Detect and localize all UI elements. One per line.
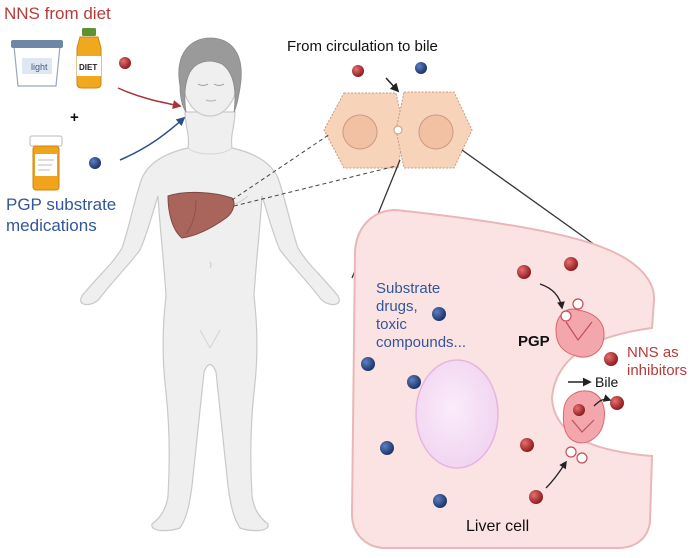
drug-molecule-4 (380, 441, 394, 455)
liver-zoom-line-1 (231, 133, 331, 201)
pgp-transporter-icon-bottom (562, 390, 605, 464)
pill-bottle-icon (29, 135, 63, 191)
nns-molecule-5 (610, 396, 624, 410)
substrate-label-line2: drugs, (376, 298, 418, 315)
pgp-label: PGP (518, 333, 550, 350)
liver-cell-label: Liver cell (466, 518, 529, 535)
liver-lobe-line (185, 199, 197, 235)
pgp-substrate-label-line1: PGP substrate (6, 195, 116, 214)
nns-molecule-1 (517, 265, 531, 279)
nns-from-diet-label: NNS from diet (4, 4, 111, 23)
yogurt-cup-icon: light (11, 40, 63, 87)
pgp-substrate-label-line2: medications (6, 216, 97, 235)
nucleus-right (418, 114, 454, 150)
collar-lines (187, 147, 233, 155)
human-figure (80, 37, 340, 532)
nucleus-left (342, 114, 378, 150)
substrate-label-line1: Substrate (376, 280, 440, 297)
bottle-label-text: DIET (79, 63, 97, 72)
drug-molecule-1 (432, 307, 446, 321)
drug-molecule-3 (407, 375, 421, 389)
navel (209, 261, 212, 269)
nns-molecule-2 (564, 257, 578, 271)
nns-molecule-top (352, 65, 364, 77)
hip-line (199, 329, 221, 350)
cell-zoom-line-2 (461, 149, 603, 251)
nns-molecule (119, 57, 131, 69)
yogurt-label-text: light (31, 62, 48, 72)
nns-into-pgp-arrow (545, 460, 567, 489)
drug-molecule-5 (433, 494, 447, 508)
nns-molecule-6 (529, 490, 543, 504)
liver-cell-membrane (350, 208, 656, 549)
nns-to-pgp-arrow (539, 283, 565, 310)
nns-as-label: NNS as (627, 344, 679, 361)
plus-sign: + (70, 109, 79, 126)
liver (167, 191, 235, 239)
nns-bound (573, 404, 585, 416)
bile-label: Bile (595, 374, 619, 390)
drug-molecule-top (415, 62, 427, 74)
body-silhouette (80, 111, 340, 532)
eyes (197, 83, 225, 86)
pgp-transporter-icon-top (555, 298, 605, 358)
diet-to-mouth-arrow (117, 87, 182, 110)
hair (178, 37, 242, 113)
circulation-arrow (385, 77, 400, 93)
bile-canaliculus-top (393, 125, 403, 135)
diet-juice-bottle-icon: DIET (76, 28, 102, 89)
drug-molecule (89, 157, 101, 169)
inhibitors-label: inhibitors (627, 362, 687, 379)
medication-to-mouth-arrow (119, 116, 186, 161)
drug-molecule-2 (361, 357, 375, 371)
substrate-label-line3: toxic (376, 316, 407, 333)
substrate-label-line4: compounds... (376, 334, 466, 351)
nns-molecule-4 (520, 438, 534, 452)
liver-cell (350, 208, 656, 549)
liver-cell-nucleus (415, 359, 499, 469)
nns-from-pgp-arrow (593, 394, 612, 407)
circulation-title: From circulation to bile (287, 38, 438, 55)
hepatocyte-pair (323, 91, 473, 169)
mouth (205, 99, 217, 102)
nns-molecule-3 (604, 352, 618, 366)
